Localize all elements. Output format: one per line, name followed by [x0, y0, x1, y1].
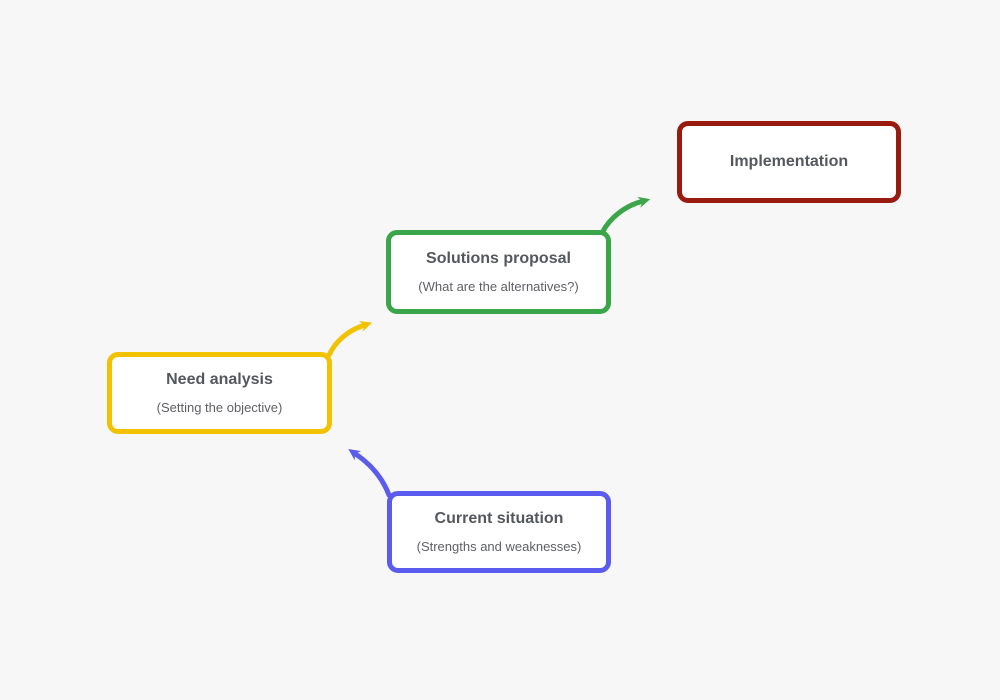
node-implementation: Implementation: [677, 121, 901, 203]
node-subtitle: (Strengths and weaknesses): [416, 539, 582, 554]
node-need-analysis: Need analysis (Setting the objective): [107, 352, 332, 434]
arrow-need-to-solutions: [326, 321, 373, 358]
arrow-current-to-need: [348, 448, 392, 498]
arrow-solutions-to-implementation: [599, 196, 651, 236]
node-title: Implementation: [729, 153, 849, 170]
node-title: Solutions proposal: [426, 250, 571, 267]
node-title: Need analysis: [166, 371, 273, 388]
node-subtitle: (What are the alternatives?): [418, 279, 579, 294]
node-subtitle: (Setting the objective): [156, 400, 283, 415]
node-current-situation: Current situation (Strengths and weaknes…: [387, 491, 611, 573]
node-solutions-proposal: Solutions proposal (What are the alterna…: [386, 230, 611, 314]
node-title: Current situation: [434, 510, 564, 527]
